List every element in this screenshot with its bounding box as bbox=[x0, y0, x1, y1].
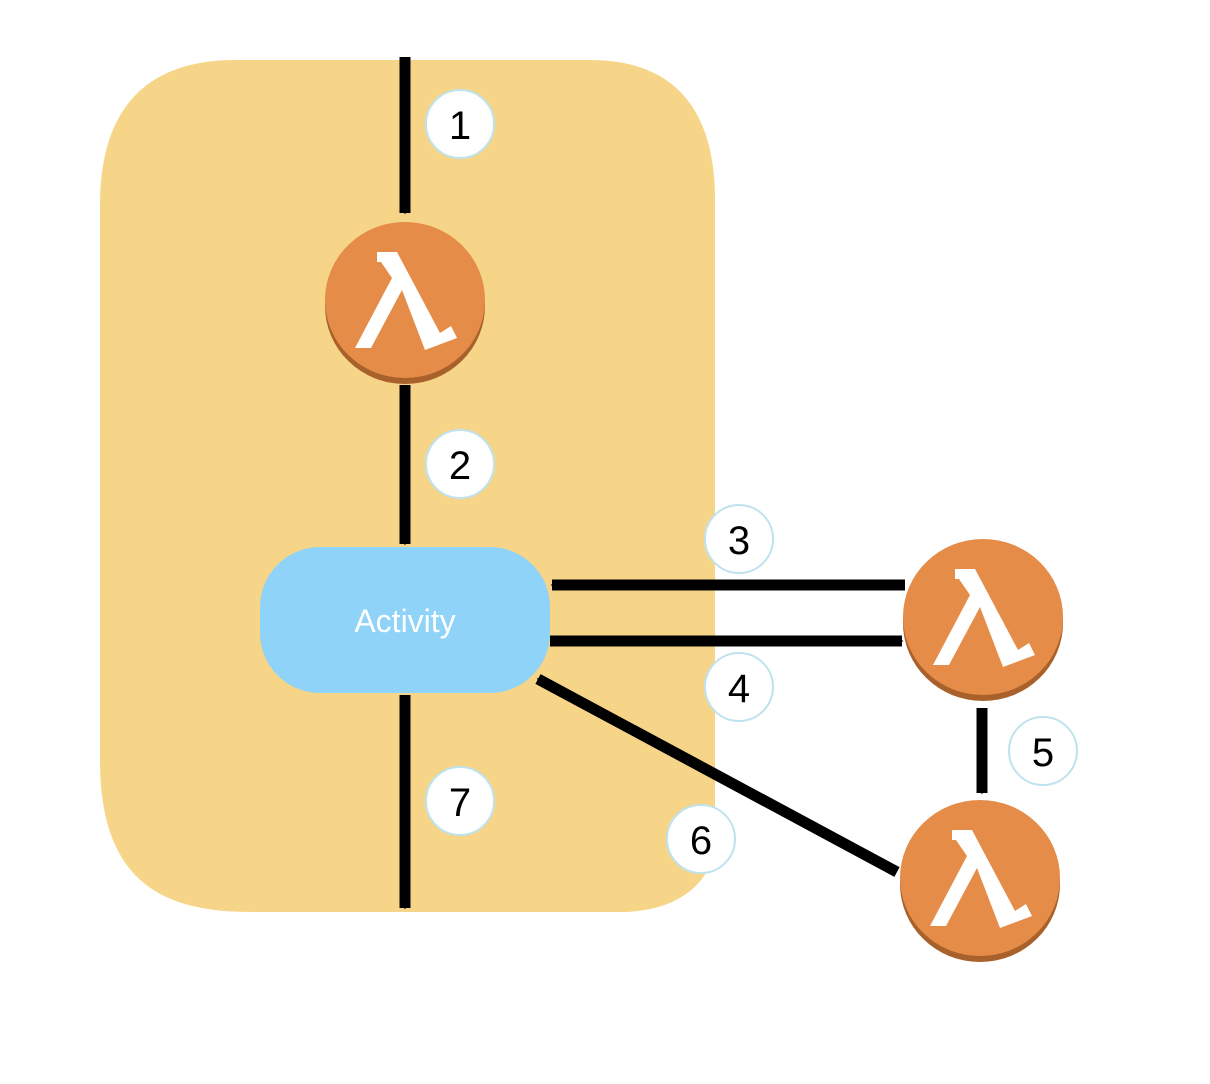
step-badge-1: 1 bbox=[425, 89, 495, 159]
step-label-4: 4 bbox=[728, 667, 750, 711]
step-badge-3: 3 bbox=[704, 504, 774, 574]
lambda-node-2[interactable] bbox=[903, 539, 1063, 701]
step-label-6: 6 bbox=[690, 819, 712, 863]
lambda-node-3[interactable] bbox=[900, 800, 1060, 962]
lambda-node-circle bbox=[903, 539, 1063, 695]
lambda-node-1[interactable] bbox=[325, 222, 485, 384]
arrow-6 bbox=[535, 674, 900, 877]
activity-box[interactable] bbox=[260, 547, 550, 693]
lambda-node-circle bbox=[900, 800, 1060, 956]
step-label-7: 7 bbox=[449, 781, 471, 825]
step-label-2: 2 bbox=[449, 444, 471, 488]
step-badge-2: 2 bbox=[425, 429, 495, 499]
step-label-1: 1 bbox=[449, 104, 471, 148]
step-label-3: 3 bbox=[728, 519, 750, 563]
step-badge-5: 5 bbox=[1008, 716, 1078, 786]
step-badges: 1 2 3 4 5 6 7 bbox=[425, 89, 1078, 874]
step-label-5: 5 bbox=[1032, 731, 1054, 775]
step-badge-7: 7 bbox=[425, 766, 495, 836]
step-badge-4: 4 bbox=[704, 652, 774, 722]
activity-label: Activity bbox=[354, 603, 455, 639]
arrows bbox=[399, 57, 988, 910]
step-badge-6: 6 bbox=[666, 804, 736, 874]
lambda-node-circle bbox=[325, 222, 485, 378]
